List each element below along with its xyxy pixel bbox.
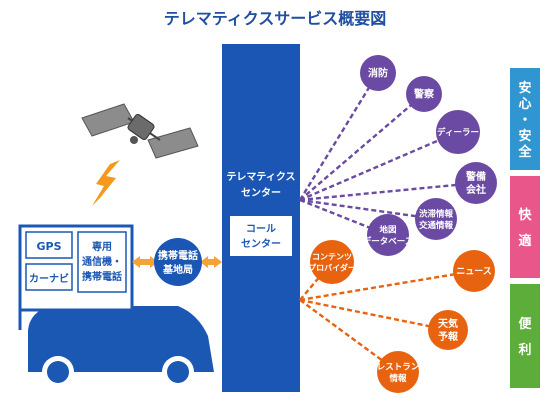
node-police <box>406 76 442 112</box>
center-label-line1: テレマティクス <box>226 171 295 183</box>
node-label-fire: 消防 <box>368 67 388 80</box>
radio-signal-icon <box>92 160 120 206</box>
node-label-weather: 天気 <box>438 317 458 330</box>
purple-connection-lines <box>298 72 477 237</box>
category-safety <box>510 68 540 170</box>
node-mapdb <box>367 214 409 256</box>
category-label-safety: ・ <box>518 113 531 128</box>
base-station-line2: 基地局 <box>162 263 193 276</box>
device-line2: 通信機・ <box>82 255 122 268</box>
node-weather <box>428 310 468 350</box>
category-label-safety: 心 <box>518 97 531 112</box>
node-label-police: 警察 <box>413 88 435 101</box>
node-label-restaurant: レストラン <box>377 362 420 372</box>
carnavi-label: カーナビ <box>29 272 69 285</box>
node-label-news: ニュース <box>456 266 492 277</box>
connection-line-security <box>299 181 477 202</box>
category-label-convenience: 利 <box>518 342 531 358</box>
node-label-content: プロバイダー <box>308 262 356 272</box>
category-comfort <box>510 176 540 278</box>
satellite-icon <box>81 103 199 159</box>
connection-line-police <box>299 93 425 201</box>
base-station-line1: 携帯電話 <box>158 249 198 262</box>
arrow-car-base <box>132 256 158 268</box>
node-label-mapdb: 地図 <box>379 224 396 235</box>
node-news <box>453 250 495 292</box>
node-label-traffic: 渋滞情報 <box>419 208 454 219</box>
connection-line-fire <box>298 72 380 201</box>
node-label-restaurant: 情報 <box>388 373 407 384</box>
call-center-line2: センター <box>241 238 281 250</box>
connection-line-traffic <box>299 198 437 221</box>
device-line3: 携帯電話 <box>82 270 122 283</box>
node-label-security: 警備 <box>465 170 486 183</box>
category-label-safety: 安 <box>518 80 531 96</box>
device-box <box>77 231 127 293</box>
carnavi-box <box>25 263 73 291</box>
node-content <box>310 240 354 284</box>
arrow-base-center <box>200 256 222 268</box>
connection-line-weather <box>299 298 449 332</box>
category-label-comfort: 快 <box>518 207 532 223</box>
node-label-traffic: 交通情報 <box>419 220 454 231</box>
category-convenience <box>510 284 540 388</box>
base-station-node <box>154 238 202 286</box>
node-label-dealer: ディーラー <box>437 127 479 138</box>
gps-box <box>25 231 73 259</box>
category-label-comfort: 適 <box>518 233 531 249</box>
node-traffic <box>415 198 457 240</box>
node-label-mapdb: データベース <box>363 236 414 247</box>
device-line1: 専用 <box>92 240 112 253</box>
node-restaurant <box>377 351 419 393</box>
gps-label: GPS <box>36 240 61 253</box>
category-label-safety: 全 <box>517 144 532 160</box>
call-center-line1: コール <box>246 224 276 235</box>
connection-line-dealer <box>299 130 459 202</box>
category-label-safety: 安 <box>518 128 531 144</box>
call-center-box <box>230 216 292 256</box>
center-label-line2: センター <box>241 187 281 199</box>
node-label-content: コンテンツ <box>312 252 352 261</box>
node-fire <box>360 55 396 91</box>
node-security <box>455 162 497 204</box>
node-dealer <box>436 110 480 154</box>
diagram-title: テレマティクスサービス概要図 <box>164 9 387 28</box>
connection-line-news <box>299 269 475 302</box>
node-label-security: 会社 <box>466 183 486 196</box>
connection-line-restaurant <box>299 299 399 373</box>
category-label-convenience: 便 <box>518 316 532 332</box>
node-label-weather: 予報 <box>438 330 459 343</box>
